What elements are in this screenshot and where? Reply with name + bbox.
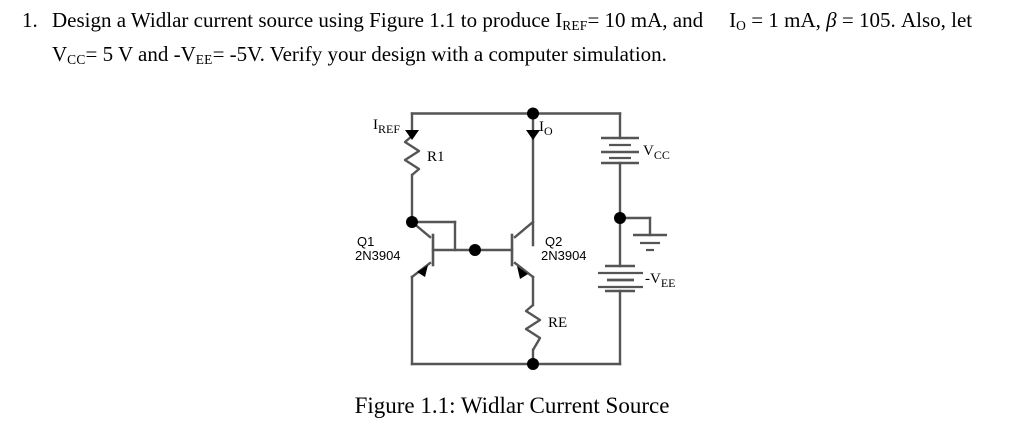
label-q2-part: 2N3904 — [541, 248, 587, 263]
io-subscript-inline: O — [736, 17, 747, 33]
problem-line2-part-c: = 5 V and -V — [85, 41, 196, 66]
resistor-re-symbol — [524, 304, 542, 351]
label-q1-part: 2N3904 — [355, 248, 401, 263]
problem-line2-part-b: = 105. Also, let V — [52, 8, 973, 66]
label-vcc: VCC — [643, 143, 670, 162]
junction-dot-ground — [614, 212, 626, 224]
problem-statement: 1. Design a Widlar current source using … — [18, 6, 998, 74]
junction-dot-base-rail — [469, 244, 481, 256]
junction-dot-q1-collector — [406, 216, 418, 228]
label-io: IO — [539, 119, 553, 138]
battery-vee-symbol — [598, 264, 643, 293]
battery-vcc-symbol — [601, 136, 639, 165]
iref-subscript-inline: REF — [562, 17, 588, 33]
label-re: RE — [548, 315, 567, 331]
junction-dot-io-top — [527, 107, 539, 120]
label-iref: IREF — [373, 117, 400, 136]
problem-number: 1. — [22, 8, 38, 32]
problem-line2-part-d: = -5V. Verify your design with a — [212, 41, 484, 66]
wire-q2-emitter-lead — [513, 261, 535, 279]
q2-emitter-arrowhead — [517, 266, 528, 279]
ground-symbol — [633, 233, 667, 252]
current-arrow-io — [526, 130, 540, 140]
figure-caption: Figure 1.1: Widlar Current Source — [354, 393, 670, 418]
label-vee: -VEE — [645, 271, 676, 290]
problem-line3: computer simulation. — [488, 41, 667, 66]
junction-dot-bottom-rail — [527, 358, 539, 370]
problem-text: Design a Widlar current source using Fig… — [52, 6, 998, 74]
vcc-subscript-inline: CC — [67, 51, 86, 67]
wire-q2-collector-lead — [513, 220, 535, 239]
label-r1: R1 — [427, 149, 445, 165]
label-q2-name: Q2 — [545, 234, 562, 249]
problem-line1-part-a: Design a Widlar current source using Fig… — [52, 8, 563, 32]
figure-widlar-current-source: IREF IO R1 RE Q1 2N3904 Q2 2N3904 VCC -V… — [0, 100, 1024, 390]
label-q1-name: Q1 — [357, 234, 374, 249]
problem-line1-part-c: I — [729, 8, 737, 32]
q1-emitter-arrowhead — [417, 265, 428, 277]
problem-line2-part-a: = 1 mA, — [751, 8, 821, 32]
resistor-r1-symbol — [403, 135, 421, 176]
problem-line1-part-b: = 10 mA, and — [587, 8, 704, 32]
vee-subscript-inline: EE — [195, 51, 213, 67]
circuit-schematic: IREF IO R1 RE Q1 2N3904 Q2 2N3904 VCC -V… — [355, 107, 676, 370]
current-arrow-iref — [405, 130, 419, 140]
beta-symbol: β — [826, 8, 837, 32]
